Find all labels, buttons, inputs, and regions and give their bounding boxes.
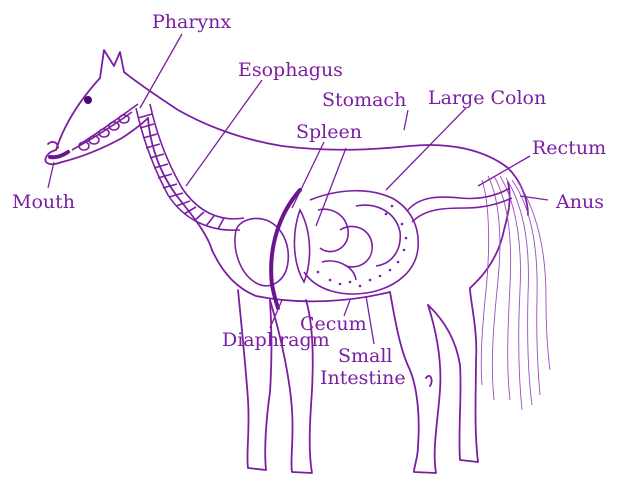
- horse-outline: [45, 50, 528, 473]
- label-mouth: Mouth: [12, 191, 75, 213]
- large-colon-leader: [386, 108, 466, 190]
- spleen-leader-2: [316, 148, 346, 226]
- anus-leader: [520, 196, 548, 200]
- label-small-intestine-line2: Intestine: [320, 367, 406, 389]
- label-stomach: Stomach: [322, 89, 406, 111]
- tail: [481, 176, 550, 410]
- mouth-leader: [48, 162, 54, 188]
- esophagus-leader: [186, 80, 262, 186]
- esophagus-rings: [138, 114, 224, 229]
- label-large-colon: Large Colon: [428, 87, 546, 109]
- stomach-leader: [404, 110, 408, 130]
- label-esophagus: Esophagus: [238, 59, 343, 81]
- label-anus: Anus: [555, 191, 604, 213]
- label-spleen: Spleen: [296, 121, 362, 143]
- label-small-intestine-line1: Small: [338, 345, 393, 367]
- small-intestine-leader: [366, 296, 374, 344]
- spleen-leader: [292, 142, 324, 208]
- label-diaphragm: Diaphragm: [222, 329, 330, 351]
- pharynx-leader: [140, 34, 182, 108]
- digestive-tract: [72, 104, 512, 308]
- label-pharynx: Pharynx: [152, 11, 231, 33]
- label-rectum: Rectum: [532, 137, 606, 159]
- rectum-leader: [478, 156, 530, 186]
